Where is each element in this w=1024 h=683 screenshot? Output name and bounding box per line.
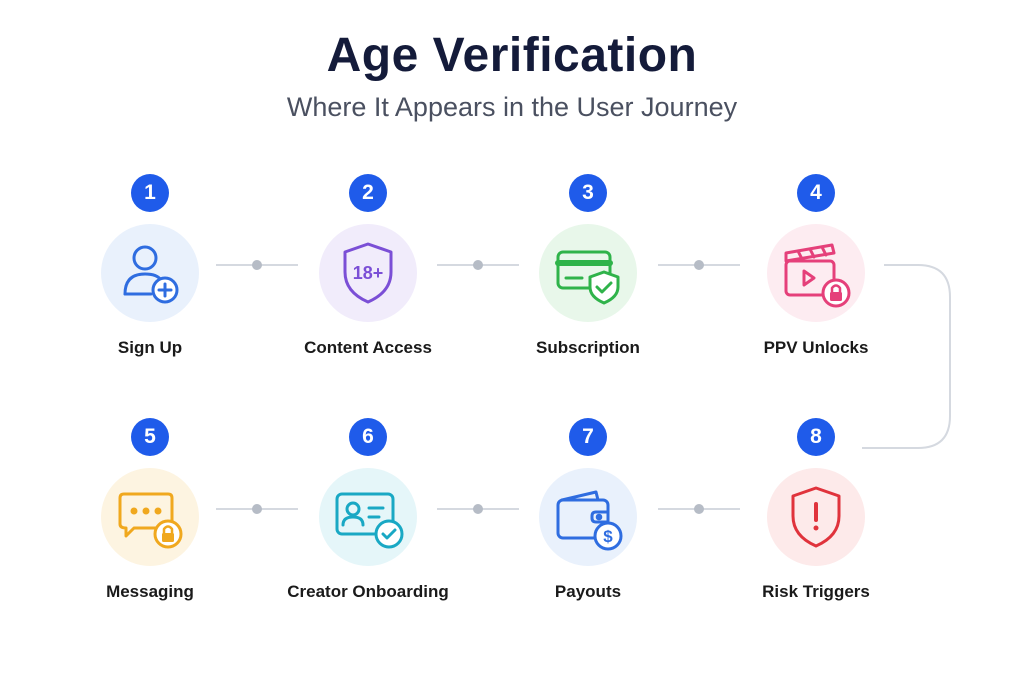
step-label: Creator Onboarding [287, 582, 449, 601]
page-subtitle: Where It Appears in the User Journey [286, 92, 738, 122]
step-sign-up: 1 Sign Up [50, 174, 250, 358]
step-icon-circle: 18+ [319, 224, 417, 322]
id-card-check-icon [331, 482, 405, 552]
step-label: Sign Up [117, 338, 183, 357]
step-label: Subscription [536, 338, 640, 357]
step-number-badge: 4 [797, 174, 835, 212]
step-icon-circle [101, 224, 199, 322]
connector-dot [694, 504, 704, 514]
shield-alert-icon [781, 482, 851, 552]
step-risk-triggers: 8 Risk Triggers [716, 418, 916, 602]
step-icon-circle [767, 468, 865, 566]
connector-dot [473, 260, 483, 270]
connector-dot [694, 260, 704, 270]
step-label: Risk Triggers [762, 582, 870, 601]
step-icon-circle: $ [539, 468, 637, 566]
wallet-dollar-icon: $ [552, 482, 624, 552]
credit-card-shield-icon [552, 238, 624, 308]
message-lock-icon [114, 482, 186, 552]
step-number-badge: 5 [131, 418, 169, 456]
shield-18-plus-icon: 18+ [333, 238, 403, 308]
step-icon-circle [539, 224, 637, 322]
step-content-access: 2 18+ Content Access [268, 174, 468, 358]
step-icon-circle [767, 224, 865, 322]
svg-text:$: $ [603, 527, 613, 546]
step-icon-circle [101, 468, 199, 566]
connector-4-8 [862, 264, 951, 449]
step-number-badge: 6 [349, 418, 387, 456]
step-ppv-unlocks: 4 PPV Unlocks [716, 174, 916, 358]
connector-dot [473, 504, 483, 514]
step-payouts: 7 $ Payouts [488, 418, 688, 602]
video-lock-icon [780, 237, 852, 309]
age-rating-text: 18+ [353, 263, 384, 283]
user-add-icon [115, 238, 185, 308]
step-label: PPV Unlocks [763, 338, 869, 357]
step-icon-circle [319, 468, 417, 566]
step-number-badge: 3 [569, 174, 607, 212]
step-number-badge: 8 [797, 418, 835, 456]
step-number-badge: 2 [349, 174, 387, 212]
step-subscription: 3 Subscription [488, 174, 688, 358]
step-number-badge: 7 [569, 418, 607, 456]
step-label: Content Access [304, 338, 432, 357]
connector-dot [252, 260, 262, 270]
step-creator-onboarding: 6 Creator Onboarding [268, 418, 468, 602]
step-label: Payouts [554, 582, 622, 601]
page-title: Age Verification [326, 29, 698, 82]
step-label: Messaging [106, 582, 194, 601]
step-number-badge: 1 [131, 174, 169, 212]
connector-dot [252, 504, 262, 514]
step-messaging: 5 Messaging [50, 418, 250, 602]
